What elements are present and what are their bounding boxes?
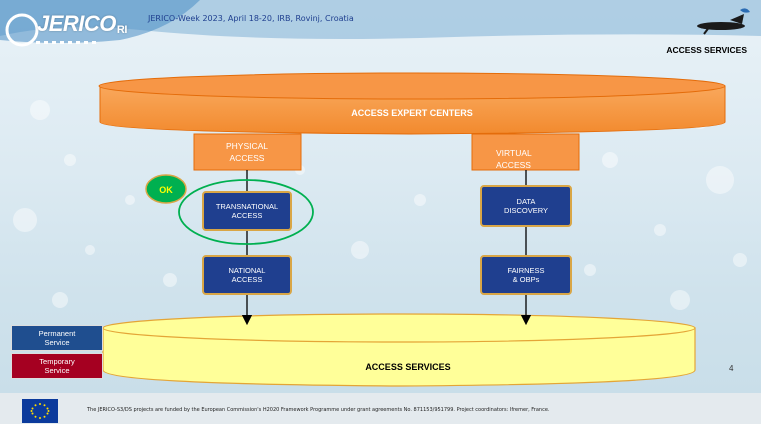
page-number: 4 — [729, 364, 734, 373]
virtual-access-line2: ACCESS — [496, 160, 531, 170]
data-discovery-line1: DATA — [516, 196, 536, 206]
logo-text: JERICO — [37, 11, 116, 36]
footer-funding-text: The JERICO-S3/DS projects are funded by … — [87, 407, 550, 413]
national-access-line2: ACCESS — [231, 275, 263, 284]
access-services-label: ACCESS SERVICES — [365, 362, 450, 372]
legend-permanent-line2: Service — [44, 338, 70, 347]
data-discovery-line2: DISCOVERY — [503, 206, 549, 215]
virtual-access-block: VIRTUAL ACCESS — [471, 133, 580, 171]
physical-access-line2: ACCESS — [230, 153, 265, 163]
transnational-access-line2: ACCESS — [231, 211, 263, 220]
access-services-cylinder: ACCESS SERVICES — [102, 313, 696, 387]
expert-centers-cylinder: ACCESS EXPERT CENTERS — [98, 72, 726, 135]
legend-permanent-line1: Permanent — [38, 329, 76, 338]
logo-dots — [36, 41, 96, 44]
logo-suffix: RI — [116, 24, 128, 36]
event-title: JERICO-Week 2023, April 18-20, IRB, Rovi… — [148, 14, 354, 23]
ok-badge: OK — [145, 174, 187, 204]
fairness-line1: FAIRNESS — [507, 265, 545, 275]
legend-temporary-line1: Temporary — [39, 357, 75, 366]
glider-icon — [697, 8, 750, 35]
header-band — [0, 0, 761, 47]
virtual-access-line1: VIRTUAL — [496, 148, 532, 158]
footer — [0, 393, 761, 424]
physical-access-block: PHYSICAL ACCESS — [193, 133, 302, 171]
section-title: ACCESS SERVICES — [666, 45, 747, 55]
national-access-line1: NATIONAL — [228, 265, 266, 275]
logo: JERICORI — [37, 11, 127, 37]
physical-access-line1: PHYSICAL — [226, 141, 268, 151]
fairness-line2: & OBPs — [512, 275, 540, 284]
eu-flag-icon — [22, 399, 58, 423]
fairness-box: FAIRNESS& OBPs — [480, 255, 572, 295]
slide-header: JERICORI JERICO-Week 2023, April 18-20, … — [0, 0, 761, 62]
expert-centers-label: ACCESS EXPERT CENTERS — [351, 108, 473, 118]
ok-badge-label: OK — [159, 185, 173, 195]
highlight-ellipse — [178, 179, 314, 245]
legend-temporary-line2: Service — [44, 366, 70, 375]
transnational-access-line1: TRANSNATIONAL — [215, 201, 279, 211]
